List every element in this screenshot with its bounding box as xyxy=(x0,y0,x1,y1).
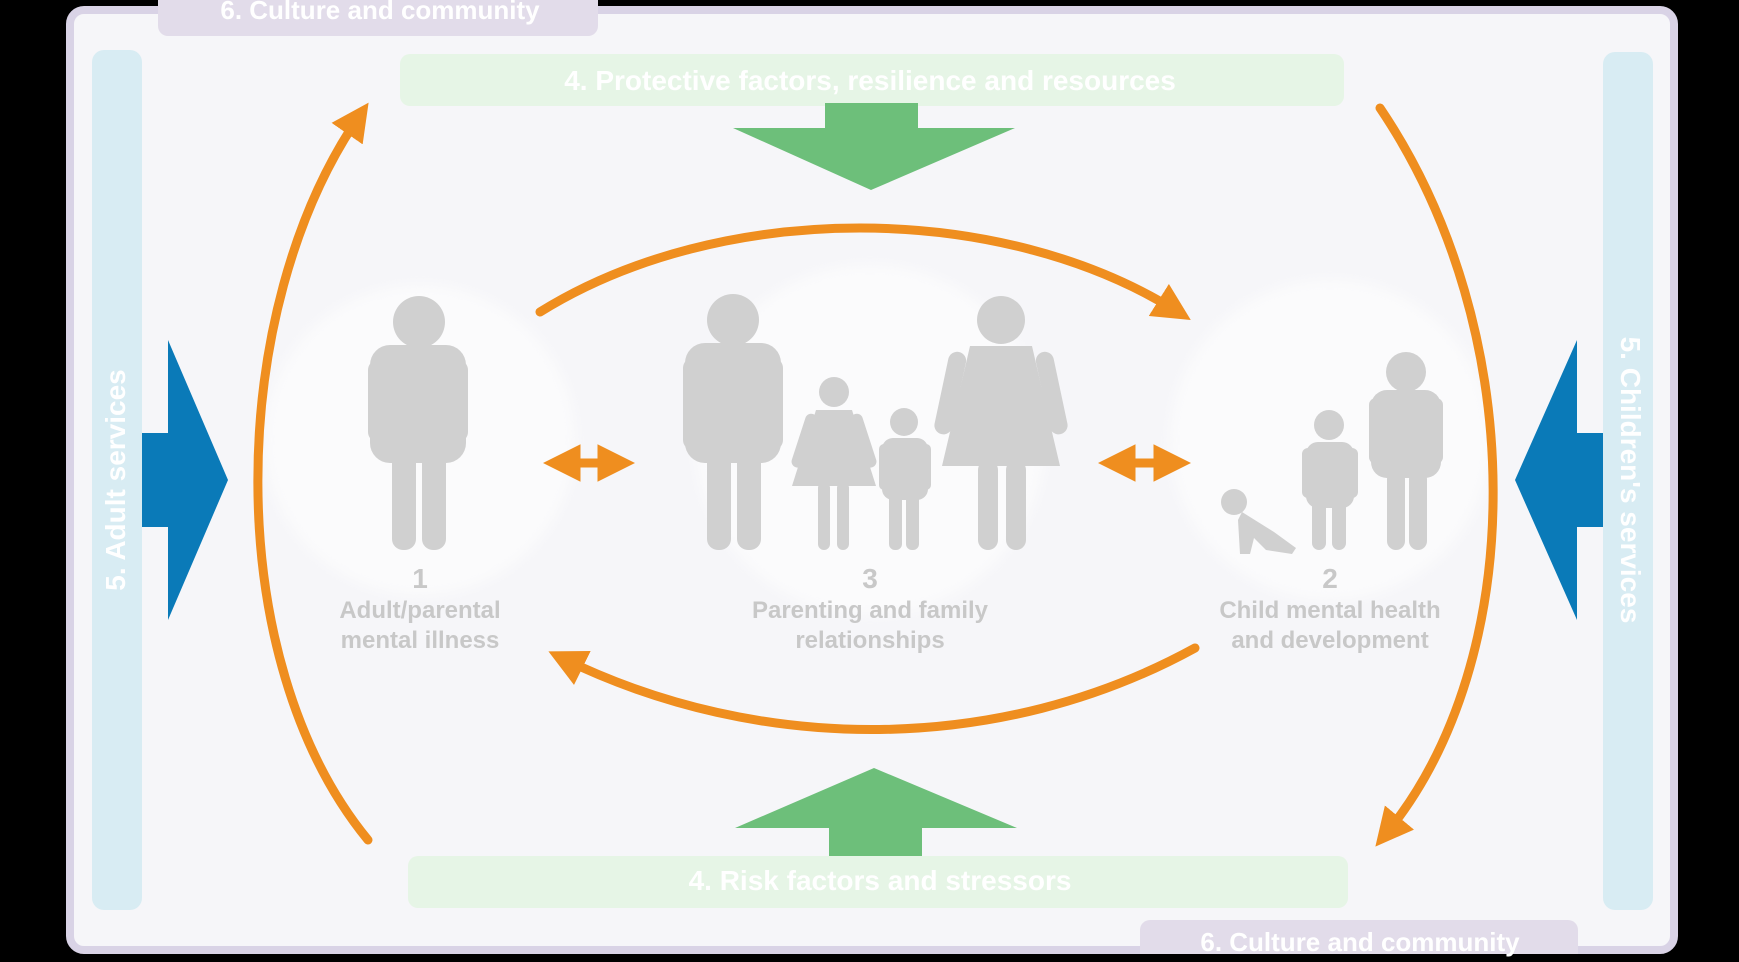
baby-crawling-icon xyxy=(1221,489,1296,554)
childrens-services-label: 5. Children's services xyxy=(1615,336,1646,624)
risk-band xyxy=(408,856,1348,908)
person-woman-icon xyxy=(934,296,1068,550)
adult-services-label: 5. Adult services xyxy=(100,369,131,591)
protective-band xyxy=(400,54,1344,106)
node-label-line2: and development xyxy=(1231,627,1429,654)
childrens-services-arrow xyxy=(1515,340,1603,620)
protective-factors-label: 4. Protective factors, resilience and re… xyxy=(564,65,1176,96)
person-boy-icon xyxy=(1302,410,1358,550)
risk-arrow xyxy=(735,768,1017,856)
childrens-services-band xyxy=(1603,52,1653,910)
bottom-cycle-arrow xyxy=(548,643,1200,735)
node-number: 1 xyxy=(412,563,428,594)
person-man-icon xyxy=(683,294,783,550)
person-man-icon xyxy=(1369,352,1443,550)
risk-factors-label: 4. Risk factors and stressors xyxy=(688,865,1072,896)
person-boy-icon xyxy=(879,408,931,550)
node-number: 2 xyxy=(1322,563,1338,594)
node-adult-mental-illness: 1 Adult/parental mental illness xyxy=(300,562,540,656)
culture-label-bottom: 6. Culture and community xyxy=(1200,927,1520,957)
outer-left-cycle-arrow xyxy=(253,102,373,845)
protective-arrow xyxy=(733,103,1015,190)
node-label-line1: Child mental health xyxy=(1219,597,1441,624)
outer-right-cycle-arrow xyxy=(1375,103,1498,847)
node-label-line2: relationships xyxy=(795,627,945,654)
node-label-line2: mental illness xyxy=(340,627,500,654)
culture-label-top: 6. Culture and community xyxy=(220,0,540,25)
adult-services-arrow xyxy=(142,340,228,620)
culture-band-bottom xyxy=(1140,920,1578,954)
node-child-mental-health: 2 Child mental health and development xyxy=(1198,562,1462,656)
node-parenting-family: 3 Parenting and family relationships xyxy=(720,562,1020,656)
node-label-line1: Parenting and family xyxy=(751,597,989,624)
adult-services-band xyxy=(92,50,142,910)
person-girl-icon xyxy=(791,377,877,550)
culture-band-top xyxy=(158,0,598,36)
node-number: 3 xyxy=(862,563,878,594)
top-cycle-arrow xyxy=(535,223,1191,321)
person-man-icon xyxy=(368,296,468,550)
node-label-line1: Adult/parental xyxy=(339,597,501,624)
